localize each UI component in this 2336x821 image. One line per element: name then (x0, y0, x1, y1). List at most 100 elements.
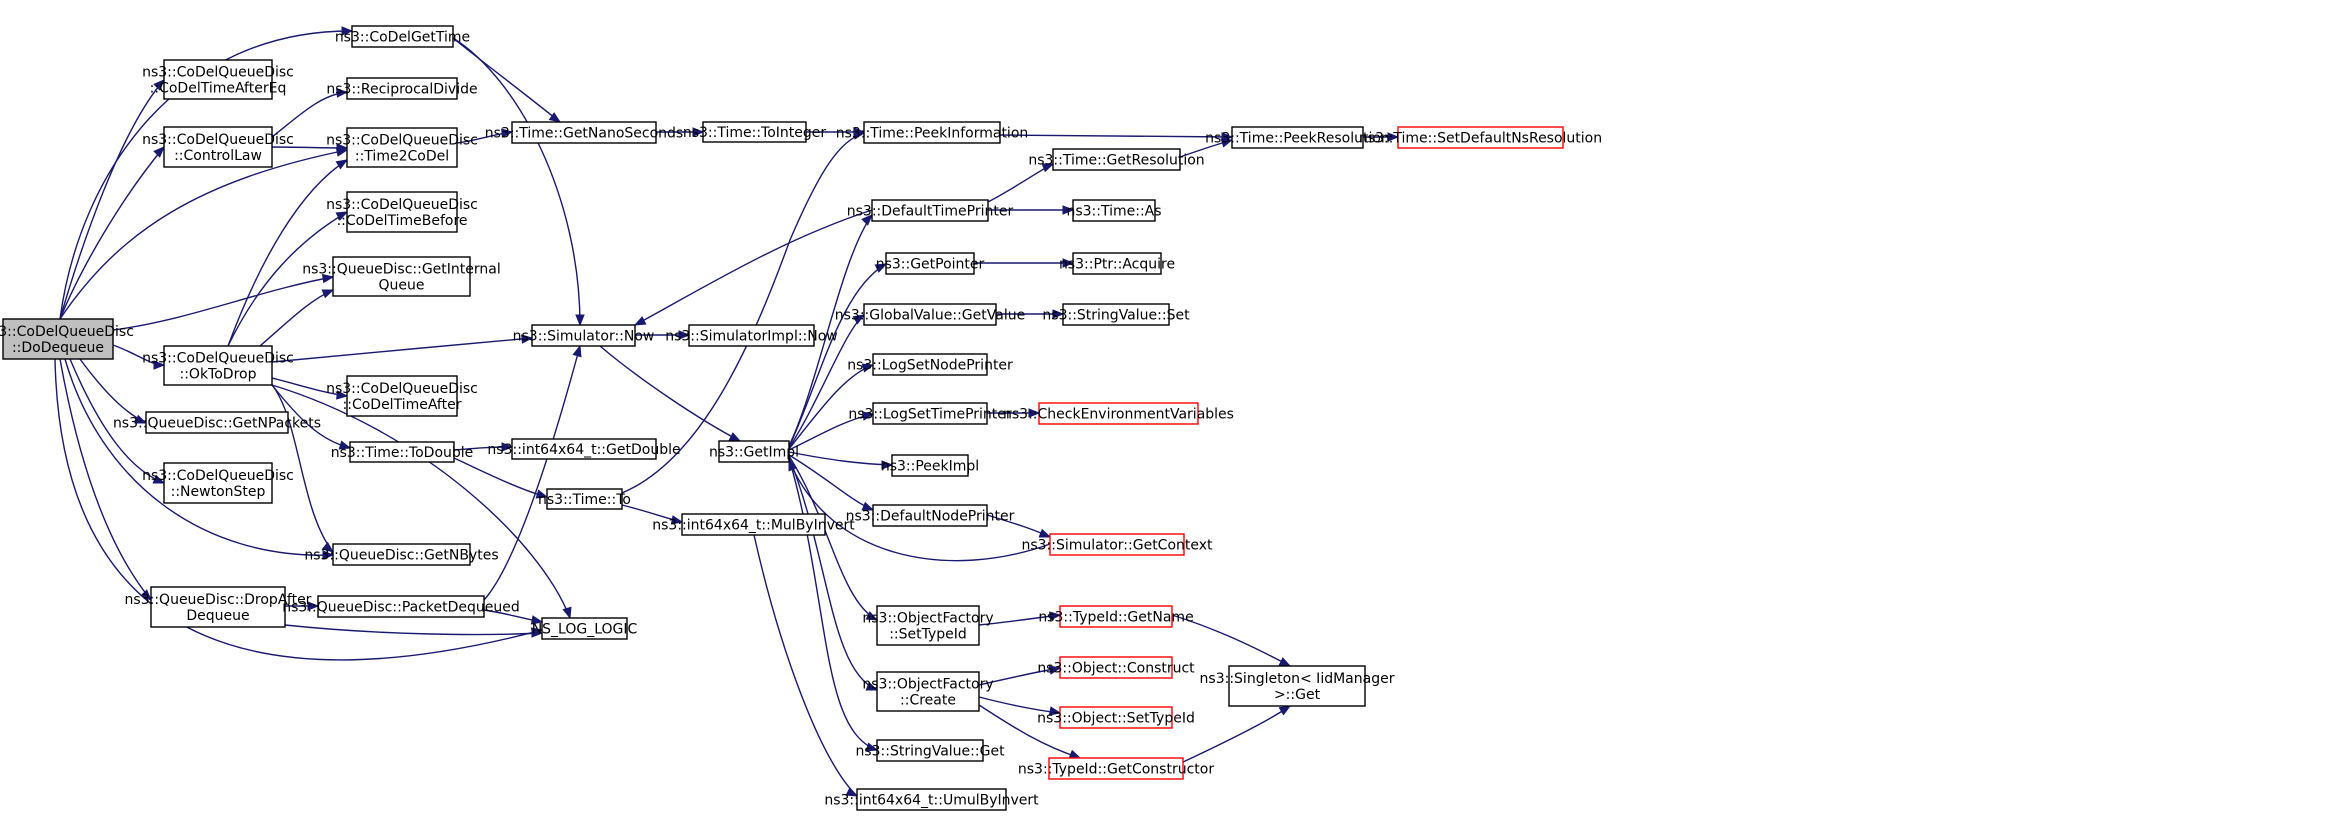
node-n11[interactable]: ns3::CoDelQueueDisc::NewtonStep (142, 462, 294, 504)
node-n13[interactable]: ns3::QueueDisc::GetNBytes (304, 543, 499, 566)
node-n15[interactable]: ns3::QueueDisc::PacketDequeued (282, 595, 520, 618)
node-n4[interactable]: ns3::ReciprocalDivide (326, 77, 478, 100)
node-n10[interactable]: ns3::QueueDisc::GetNPackets (113, 411, 321, 434)
edge-n12-to-n20 (453, 457, 549, 499)
node-n12[interactable]: ns3::Time::ToDouble (331, 441, 474, 463)
edge-n15-to-n16 (483, 609, 544, 625)
node-n38[interactable]: ns3::Time::As (1066, 199, 1162, 222)
arrowhead (1038, 528, 1052, 538)
node-label: ns3::QueueDisc::GetInternal (302, 262, 501, 278)
node-box (876, 671, 980, 712)
node-n37[interactable]: ns3::Time::GetResolution (1028, 148, 1205, 171)
arrowhead (861, 214, 873, 226)
node-label: ns3::SimulatorImpl::Now (665, 329, 838, 345)
node-label: ::OkToDrop (180, 367, 257, 383)
node-n22[interactable]: ns3::SimulatorImpl::Now (665, 324, 838, 347)
arrowhead (670, 515, 684, 525)
node-n6[interactable]: ns3::CoDelQueueDisc::CoDelTimeBefore (326, 191, 478, 233)
node-label: ns3::GetImpl (709, 445, 799, 461)
edge-n26-to-n47 (999, 132, 1234, 142)
node-label: ns3::Time::To (538, 492, 631, 508)
node-n41[interactable]: ns3::CheckEnvironmentVariables (1003, 402, 1234, 425)
edge-n0-to-n2 (59, 79, 165, 320)
node-n20[interactable]: ns3::Time::To (538, 488, 631, 510)
edge-n8-to-n9 (271, 377, 349, 400)
node-label: ns3::Time::PeekResolution (1205, 131, 1390, 147)
arrowhead (521, 334, 534, 344)
node-n24[interactable]: ns3::int64x64_t::MulByInvert (652, 513, 855, 536)
node-box (163, 126, 273, 168)
node-n18[interactable]: ns3::Simulator::Now (513, 324, 655, 347)
node-n35[interactable]: ns3::ObjectFactory::Create (862, 671, 994, 712)
node-label: ns3::LogSetTimePrinter (848, 407, 1012, 423)
node-label: ns3::Time::GetNanoSeconds (485, 126, 683, 142)
node-n23[interactable]: ns3::GetImpl (709, 440, 799, 463)
arrowhead (548, 112, 562, 123)
node-n9[interactable]: ns3::CoDelQueueDisc::CoDelTimeAfter (326, 375, 478, 417)
node-n27[interactable]: ns3::DefaultTimePrinter (847, 199, 1014, 222)
node-label: ns3::DefaultNodePrinter (846, 509, 1015, 525)
node-n44[interactable]: ns3::Object::Construct (1037, 656, 1195, 679)
node-label: ns3::CoDelQueueDisc (142, 468, 294, 484)
node-n48[interactable]: ns3::Time::SetDefaultNsResolution (1359, 126, 1602, 149)
call-graph-nodes: ns3::CoDelQueueDisc::DoDequeuens3::CoDel… (0, 25, 1602, 811)
node-label: ::DoDequeue (12, 340, 104, 356)
node-n49[interactable]: ns3::Singleton< IidManager >::Get (1200, 665, 1395, 707)
node-n21[interactable]: ns3::Time::ToInteger (683, 121, 827, 143)
node-n28[interactable]: ns3::GetPointer (876, 252, 985, 275)
node-n0[interactable]: ns3::CoDelQueueDisc::DoDequeue (0, 318, 134, 360)
node-box (346, 191, 458, 233)
edge-n8-to-n13 (271, 384, 335, 553)
node-n39[interactable]: ns3::Ptr::Acquire (1059, 252, 1175, 275)
node-label: ns3::CoDelQueueDisc (142, 132, 294, 148)
edge-n8-to-n5 (227, 159, 349, 347)
node-n1[interactable]: ns3::CoDelGetTime (335, 25, 470, 48)
arrowhead (678, 330, 691, 340)
node-label: NS_LOG_LOGIC (532, 622, 638, 638)
arrowhead (322, 550, 335, 560)
node-label: ns3::QueueDisc::PacketDequeued (282, 600, 520, 616)
node-n34[interactable]: ns3::ObjectFactory::SetTypeId (862, 605, 994, 646)
node-n8[interactable]: ns3::CoDelQueueDisc::OkToDrop (142, 345, 294, 386)
node-n47[interactable]: ns3::Time::PeekResolution (1205, 126, 1390, 149)
node-box (885, 252, 975, 275)
arrowhead (1048, 665, 1062, 675)
node-n19[interactable]: ns3::int64x64_t::GetDouble (487, 438, 681, 460)
node-n31[interactable]: ns3::LogSetTimePrinter (848, 402, 1012, 425)
node-n32[interactable]: ns3::PeekImpl (881, 454, 979, 477)
node-n26[interactable]: ns3::Time::PeekInformation (836, 121, 1029, 144)
node-n25[interactable]: ns3::int64x64_t::UmulByInvert (824, 788, 1039, 811)
node-n29[interactable]: ns3::GlobalValue::GetValue (835, 303, 1025, 326)
node-n16[interactable]: NS_LOG_LOGIC (532, 617, 638, 640)
edge-n35-to-n44 (978, 665, 1062, 686)
node-box (1228, 665, 1366, 707)
node-n5[interactable]: ns3::CoDelQueueDisc::Time2CoDel (326, 127, 478, 168)
arrowhead (861, 411, 875, 421)
node-label: ::CoDelTimeAfter (343, 397, 462, 413)
node-label: ns3::CoDelQueueDisc (326, 197, 478, 213)
arrowhead (865, 611, 879, 621)
node-n36[interactable]: ns3::StringValue::Get (855, 739, 1005, 762)
node-n3[interactable]: ns3::CoDelQueueDisc::ControlLaw (142, 126, 294, 168)
node-box (872, 504, 988, 527)
node-n42[interactable]: ns3::Simulator::GetContext (1021, 533, 1213, 556)
node-label: ns3::Simulator::Now (513, 329, 655, 345)
node-n17[interactable]: ns3::Time::GetNanoSeconds (485, 121, 683, 144)
node-n45[interactable]: ns3::Object::SetTypeId (1037, 706, 1195, 729)
node-box (1049, 533, 1185, 556)
node-label: ns3::CoDelQueueDisc (142, 351, 294, 367)
node-box (1072, 252, 1162, 275)
node-n43[interactable]: ns3::TypeId::GetName (1038, 605, 1194, 628)
edge-n23-to-n31 (788, 411, 875, 451)
node-n40[interactable]: ns3::StringValue::Set (1042, 303, 1190, 326)
node-label: ns3::Singleton< IidManager (1200, 671, 1395, 687)
node-n46[interactable]: ns3::TypeId::GetConstructor (1018, 757, 1214, 780)
node-n33[interactable]: ns3::DefaultNodePrinter (846, 504, 1015, 527)
arrowhead (307, 601, 320, 611)
node-n2[interactable]: ns3::CoDelQueueDisc::CoDelTimeAfterEq (142, 59, 294, 100)
arrowhead (728, 432, 742, 442)
node-box (531, 324, 636, 347)
node-n30[interactable]: ns3::LogSetNodePrinter (847, 353, 1013, 376)
